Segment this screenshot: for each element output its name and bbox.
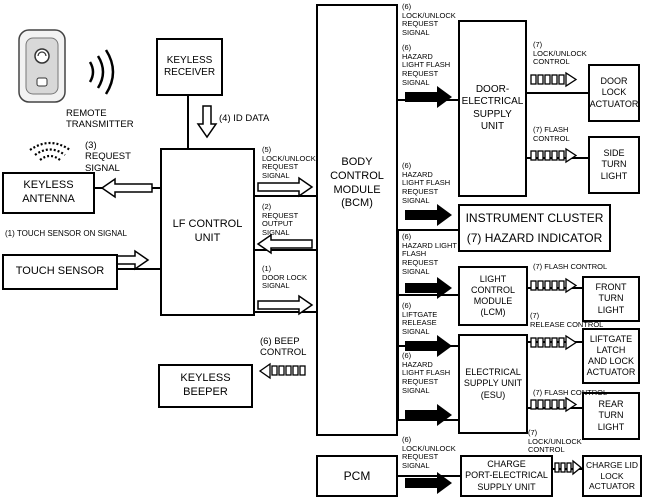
- keyless-beeper-box: KEYLESS BEEPER: [158, 364, 253, 408]
- lcm-box: LIGHT CONTROL MODULE (LCM): [458, 266, 528, 326]
- pcm-lockunlock-arrow: [405, 472, 452, 494]
- lf-lock-unlock-request-label: (5) LOCK/UNLOCK REQUEST SIGNAL: [262, 145, 316, 180]
- solid-arrow-icon: [405, 86, 452, 494]
- bcm-hazard-door-label: (6) HAZARD LIGHT FLASH REQUEST SIGNAL: [402, 43, 451, 87]
- hazard-cluster-arrow: [405, 204, 452, 226]
- esu-label: ELECTRICAL SUPPLY UNIT (ESU): [463, 367, 523, 400]
- keyless-antenna-label: KEYLESS ANTENNA: [22, 179, 75, 205]
- pcm-lock-unlock-request-label: (6) LOCK/UNLOCK REQUEST SIGNAL: [402, 435, 456, 470]
- esu-box: ELECTRICAL SUPPLY UNIT (ESU): [458, 334, 528, 434]
- lf-control-unit-label: LF CONTROL UNIT: [172, 218, 243, 244]
- lcm-flash-control-label: (7) FLASH CONTROL: [533, 262, 608, 271]
- lf-control-unit-box: LF CONTROL UNIT: [160, 148, 255, 316]
- side-flash-control-arrow: [530, 147, 578, 164]
- door-lock-actuator-label: DOOR LOCK ACTUATOR: [589, 76, 639, 109]
- bcm-box: BODY CONTROL MODULE (BCM): [316, 4, 398, 436]
- charge-lid-actuator-box: CHARGE LID LOCK ACTUATOR: [582, 455, 642, 497]
- door-flash-control-label: (7) FLASH CONTROL: [533, 125, 570, 143]
- liftgate-release-arrow: [405, 335, 452, 357]
- touch-sensor-on-label: (1) TOUCH SENSOR ON SIGNAL: [5, 229, 127, 238]
- keyless-receiver-label: KEYLESS RECEIVER: [163, 54, 216, 79]
- lf-lockunlock-arrow: [257, 176, 314, 198]
- door-lock-control-arrow: [530, 71, 578, 88]
- hazard-esu-arrow: [405, 404, 452, 426]
- beep-control-label: (6) BEEP CONTROL: [260, 336, 307, 359]
- rear-turn-light-label: REAR TURN LIGHT: [597, 399, 625, 432]
- front-turn-light-box: FRONT TURN LIGHT: [582, 276, 640, 322]
- door-esu-box: DOOR- ELECTRICAL SUPPLY UNIT: [458, 20, 527, 197]
- charge-lid-actuator-label: CHARGE LID LOCK ACTUATOR: [586, 460, 638, 492]
- key-fob-icon: [18, 29, 66, 103]
- door-lock-actuator-box: DOOR LOCK ACTUATOR: [588, 64, 640, 122]
- front-flash-control-arrow: [530, 277, 578, 294]
- dashed-arrow-icon: [258, 71, 583, 476]
- request-signal-label: (3) REQUEST SIGNAL: [85, 140, 131, 174]
- radio-wave-icon: [88, 49, 115, 95]
- request-output-arrow: [256, 233, 313, 255]
- lcm-label: LIGHT CONTROL MODULE (LCM): [470, 273, 515, 318]
- instrument-cluster-box: INSTRUMENT CLUSTER (7) HAZARD INDICATOR: [458, 204, 611, 252]
- charge-lock-unlock-control-label: (7) LOCK/UNLOCK CONTROL: [528, 428, 582, 455]
- bcm-lock-unlock-request-label: (6) LOCK/UNLOCK REQUEST SIGNAL: [402, 2, 456, 37]
- antenna-wave-icon: [29, 141, 71, 161]
- touch-sensor-box: TOUCH SENSOR: [2, 254, 118, 290]
- bcm-hazard-cluster-label: (6) HAZARD LIGHT FLASH REQUEST SIGNAL: [402, 161, 451, 205]
- keyless-antenna-box: KEYLESS ANTENNA: [2, 172, 95, 214]
- door-lock-signal-label: (1) DOOR LOCK SIGNAL: [262, 264, 308, 291]
- door-lock-arrow: [257, 294, 314, 316]
- id-data-arrow: [196, 105, 218, 139]
- hazard-lcm-arrow: [405, 277, 452, 299]
- beep-control-arrow: [258, 362, 306, 380]
- hollow-arrow-icon: [100, 105, 314, 316]
- hazard-door-arrow: [405, 86, 452, 108]
- door-esu-label: DOOR- ELECTRICAL SUPPLY UNIT: [461, 83, 524, 133]
- id-data-label: (4) ID DATA: [219, 113, 270, 124]
- rear-turn-light-box: REAR TURN LIGHT: [582, 392, 640, 440]
- pcm-label: PCM: [343, 468, 371, 483]
- bcm-label: BODY CONTROL MODULE (BCM): [330, 156, 384, 210]
- liftgate-actuator-box: LIFTGATE LATCH AND LOCK ACTUATOR: [582, 328, 640, 384]
- door-lock-unlock-control-label: (7) LOCK/UNLOCK CONTROL: [533, 40, 587, 67]
- charge-port-esu-box: CHARGE PORT-ELECTRICAL SUPPLY UNIT: [460, 455, 553, 497]
- request-output-label: (2) REQUEST OUTPUT SIGNAL: [262, 202, 299, 237]
- side-turn-light-box: SIDE TURN LIGHT: [588, 136, 640, 194]
- liftgate-actuator-label: LIFTGATE LATCH AND LOCK ACTUATOR: [586, 333, 636, 378]
- request-signal-arrow: [100, 177, 153, 199]
- pcm-box: PCM: [316, 455, 398, 497]
- remote-transmitter-label: REMOTE TRANSMITTER: [66, 108, 134, 131]
- liftgate-release-control-arrow: [530, 334, 578, 351]
- esu-flash-control-label: (7) FLASH CONTROL: [533, 388, 608, 397]
- bcm-hazard-esu-label: (6) HAZARD LIGHT FLASH REQUEST SIGNAL: [402, 351, 451, 395]
- front-turn-light-label: FRONT TURN LIGHT: [595, 282, 627, 315]
- keyless-receiver-box: KEYLESS RECEIVER: [156, 38, 223, 96]
- bcm-liftgate-release-label: (6) LIFTGATE RELEASE SIGNAL: [402, 301, 438, 336]
- charge-port-esu-label: CHARGE PORT-ELECTRICAL SUPPLY UNIT: [465, 459, 548, 492]
- hazard-indicator-label: (7) HAZARD INDICATOR: [466, 230, 603, 245]
- bcm-hazard-lcm-label: (6) HAZARD LIGHT FLASH REQUEST SIGNAL: [402, 232, 458, 276]
- keyless-beeper-label: KEYLESS BEEPER: [180, 372, 231, 398]
- side-turn-light-label: SIDE TURN LIGHT: [600, 148, 628, 181]
- esu-release-control-label: (7) RELEASE CONTROL: [530, 311, 604, 329]
- rear-flash-control-arrow: [530, 396, 578, 413]
- instrument-cluster-label: INSTRUMENT CLUSTER: [465, 210, 604, 225]
- charge-lid-control-arrow: [554, 459, 583, 476]
- touch-sensor-label: TOUCH SENSOR: [15, 265, 105, 278]
